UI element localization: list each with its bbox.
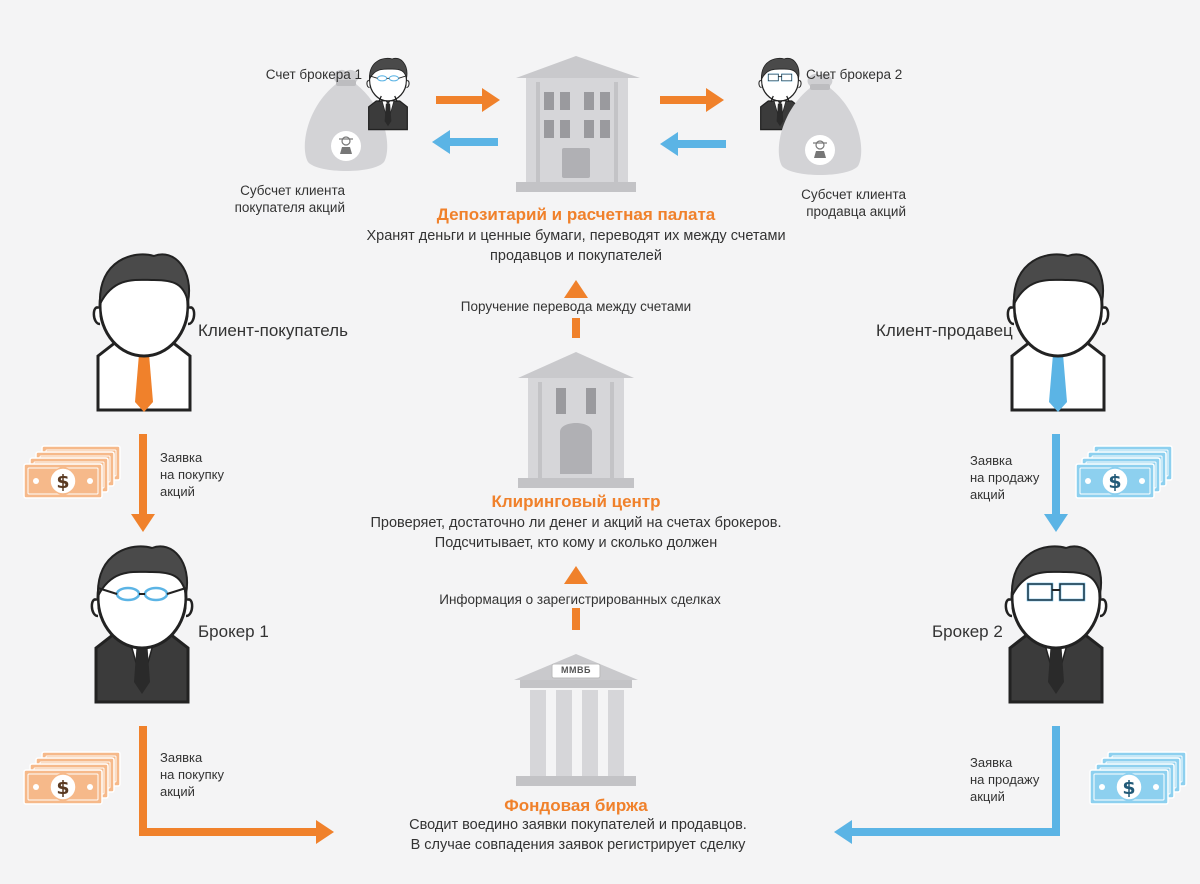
arrow-broker2-to-depositary [660,132,726,156]
arrow-depositary-to-broker2 [660,88,724,112]
broker1-person-icon [90,544,194,704]
broker1-subaccount-line-2: покупателя акций [234,200,345,215]
order-buy-bottom-line-1: Заявка [160,750,203,765]
broker2-subaccount-label: Субсчет клиента продавца акций [801,186,906,220]
sell-money-bottom-icon: $ [1090,752,1186,804]
depositary-description: Хранят деньги и ценные бумаги, переводят… [366,226,785,266]
order-buy-top: Заявка на покупку акций [160,449,224,500]
order-buy-top-line-1: Заявка [160,450,203,465]
broker2-name: Брокер 2 [932,622,1003,641]
depositary-desc-line-1: Хранят деньги и ценные бумаги, переводят… [366,228,786,244]
transfer-order-label: Поручение перевода между счетами [460,299,692,314]
order-sell-top: Заявка на продажу акций [970,452,1039,503]
client-seller-name: Клиент-продавец [876,321,1013,340]
sell-money-top-icon: $ [1076,446,1172,498]
broker2-subaccount-line-2: продавца акций [806,204,906,219]
exchange-desc-line-2: В случае совпадения заявок регистрирует … [410,837,746,853]
broker2-person-icon [1004,544,1108,704]
order-sell-bottom: Заявка на продажу акций [970,754,1039,805]
clearing-title: Клиринговый центр [491,492,661,511]
depositary-desc-line-2: продавцов и покупателей [490,248,662,264]
broker2-account-label: Счет брокера 2 [806,67,903,82]
arrow-depositary-to-broker1 [432,130,498,154]
order-buy-bottom-line-2: на покупку [160,767,224,782]
order-sell-top-line-1: Заявка [970,453,1013,468]
order-sell-bottom-line-1: Заявка [970,755,1013,770]
broker1-small-person-icon [366,57,410,131]
clearing-description: Проверяет, достаточно ли денег и акций н… [370,513,781,553]
arrow-broker2-to-exchange [834,726,1060,844]
deals-info-label: Информация о зарегистрированных сделках [439,592,721,607]
order-buy-bottom: Заявка на покупку акций [160,749,224,800]
arrow-broker1-to-exchange [139,726,334,844]
svg-text:$: $ [1122,777,1135,799]
arrow-buyer-to-broker1 [131,434,155,532]
arrow-clearing-to-depositary [564,280,588,338]
buy-money-top-icon: $ [24,446,120,498]
svg-text:$: $ [56,471,69,493]
order-sell-top-line-2: на продажу [970,470,1040,485]
exchange-title: Фондовая биржа [504,796,648,815]
order-buy-top-line-2: на покупку [160,467,224,482]
arrow-seller-to-broker2 [1044,434,1068,532]
arrow-exchange-to-clearing [564,566,588,630]
exchange-building-icon [514,654,638,786]
svg-text:$: $ [56,777,69,799]
arrow-broker1-to-depositary [436,88,500,112]
order-buy-bottom-line-3: акций [160,784,195,799]
client-seller-person-icon [1006,252,1110,414]
client-buyer-name: Клиент-покупатель [198,321,348,340]
clearing-desc-line-2: Подсчитывает, кто кому и сколько должен [434,535,718,551]
order-sell-bottom-line-3: акций [970,789,1005,804]
broker1-name: Брокер 1 [198,622,269,641]
broker1-subaccount-line-1: Субсчет клиента [240,183,345,198]
order-buy-top-line-3: акций [160,484,195,499]
exchange-description: Сводит воедино заявки покупателей и прод… [409,815,747,855]
exchange-desc-line-1: Сводит воедино заявки покупателей и прод… [409,817,747,833]
depositary-title: Депозитарий и расчетная палата [436,205,716,224]
exchange-badge: ММВБ [561,665,591,675]
order-sell-bottom-line-2: на продажу [970,772,1040,787]
clearing-desc-line-1: Проверяет, достаточно ли денег и акций н… [370,515,782,531]
svg-text:$: $ [1108,471,1121,493]
broker2-subaccount-line-1: Субсчет клиента [801,187,906,202]
broker1-subaccount-label: Субсчет клиента покупателя акций [235,182,345,216]
buy-money-bottom-icon: $ [24,752,120,804]
depositary-building-icon [516,56,640,192]
broker1-account-label: Счет брокера 1 [265,67,362,82]
client-buyer-person-icon [92,252,196,414]
clearing-building-icon [518,352,634,488]
order-sell-top-line-3: акций [970,487,1005,502]
